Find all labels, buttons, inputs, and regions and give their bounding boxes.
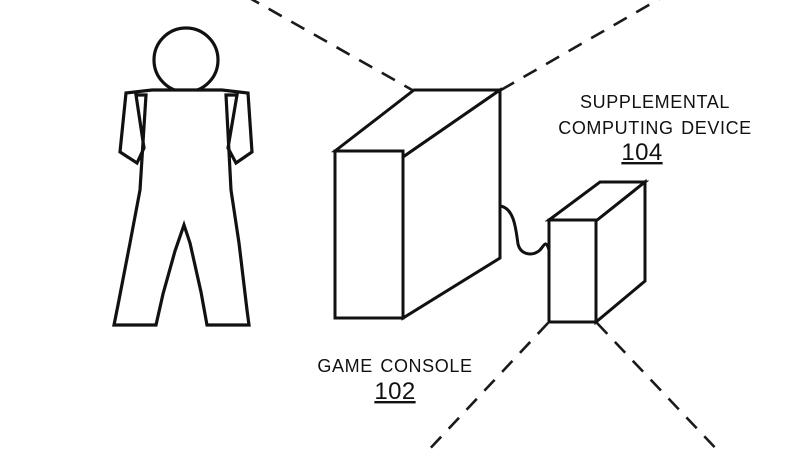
dashed-line-lower-left — [425, 322, 549, 451]
game-console-label: Game Console 102 — [317, 350, 472, 405]
user-figure — [112, 26, 254, 327]
dashed-line-upper-right — [500, 0, 661, 92]
dashed-field-of-view-lines — [250, 0, 721, 451]
game-console-label-text: Game Console — [317, 350, 472, 378]
dashed-line-upper-left — [250, 0, 415, 93]
dashed-line-lower-right — [596, 322, 721, 451]
supplemental-device-box — [544, 178, 650, 326]
game-console-reference-numeral: 102 — [374, 378, 415, 405]
supplemental-device-label: Supplemental Computing Device 104 — [558, 86, 752, 166]
connection-cable — [498, 204, 551, 256]
game-console-box — [331, 87, 505, 321]
figure-body — [112, 88, 254, 327]
console-front-face — [333, 149, 405, 320]
supplemental-device-reference-numeral: 104 — [621, 139, 662, 166]
supplemental-front-face — [547, 218, 598, 324]
supplemental-device-label-line1: Supplemental — [580, 86, 730, 114]
supplemental-device-label-line2: Computing Device — [558, 112, 752, 140]
figure-head — [152, 26, 220, 94]
